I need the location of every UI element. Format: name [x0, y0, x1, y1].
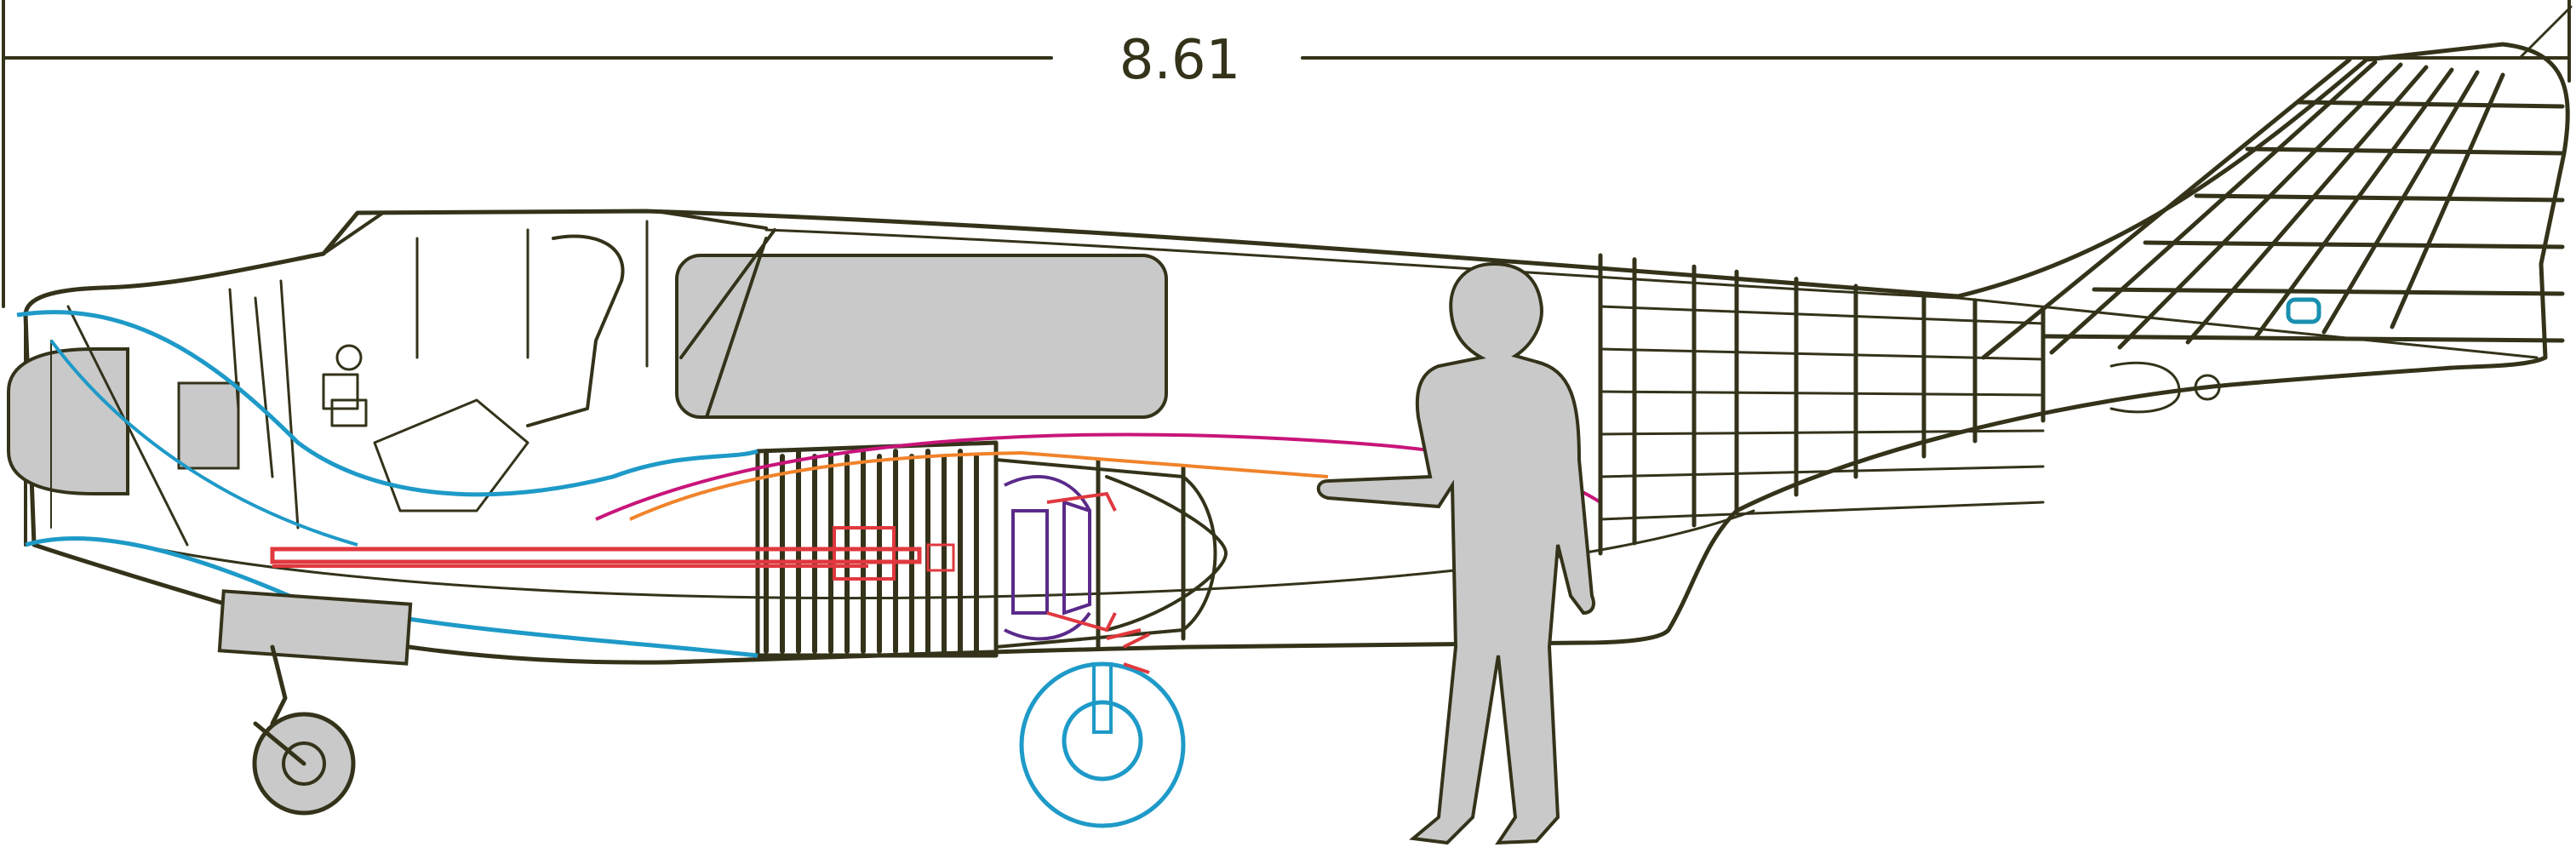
fin-rib: [2245, 146, 2565, 156]
gun-armament: [270, 491, 1142, 640]
main-gear-link: [1123, 633, 1150, 674]
fin-spar: [2049, 60, 2378, 355]
fin-spar: [2185, 65, 2429, 345]
fin-rib: [2041, 334, 2565, 343]
fin-spar: [2321, 70, 2480, 335]
human-scale-figure: [1316, 261, 1595, 845]
fin-spar: [1981, 57, 2352, 360]
instrument-panel-1: [322, 373, 359, 410]
nose-landing-gear: [217, 589, 413, 816]
rear-fuselage-frames: [1598, 253, 2046, 556]
fin-spar: [2117, 62, 2403, 350]
tail-marker-teal: [2286, 297, 2321, 324]
gun-feed: [926, 543, 955, 572]
cockpit: [228, 209, 768, 530]
instrument-panel-2: [330, 398, 368, 427]
rear-stringer: [1599, 390, 2045, 397]
fin-rib: [2143, 240, 2565, 249]
pilot-stick-frame: [373, 398, 530, 512]
dorsal-spine: [764, 228, 2539, 359]
engine-accessory-arcs: [1004, 475, 1091, 641]
nose-wheel-hub: [282, 741, 326, 786]
tank-frame-diagonals: [679, 228, 776, 419]
nose-strut: [66, 305, 189, 547]
fin-rib: [2092, 287, 2565, 296]
fuel-tank: [675, 254, 1168, 419]
fuselage-outline: [23, 42, 2570, 665]
nose-gear-fork: [253, 721, 306, 766]
nose-equipment-box: [177, 381, 240, 470]
rear-stringer: [1599, 347, 2045, 361]
fin-spar: [2390, 72, 2505, 329]
ejection-seat-headrest: [526, 234, 625, 427]
fin-rib: [2296, 100, 2565, 109]
length-dimension-label: 8.61: [1119, 29, 1241, 92]
nose-section: [7, 305, 240, 547]
oil-line-orange: [629, 450, 1329, 521]
gun-barrel-upper: [270, 547, 922, 564]
fin-rib: [2194, 193, 2565, 203]
rear-stringer: [1599, 305, 2045, 325]
tail-pulley: [2194, 374, 2221, 401]
turbine-cone: [1105, 475, 1228, 632]
combustor-casing: [994, 458, 1217, 649]
nose-gear-door: [217, 589, 413, 666]
ammo-chutes: [1046, 491, 1142, 640]
rear-stringer: [1599, 501, 2045, 521]
tail-fin-structure: [1981, 57, 2565, 360]
main-wheel-hub: [1062, 700, 1143, 781]
main-gear-leg: [1092, 662, 1113, 734]
instrument-dial: [335, 344, 363, 371]
fuselage: [23, 42, 2570, 665]
nose-radar-dome: [7, 347, 129, 495]
length-dimension: 8.61: [2, 0, 2573, 308]
gun-breech: [833, 526, 896, 581]
main-wheel: [1019, 661, 1186, 828]
main-landing-gear: [1019, 633, 1186, 828]
cockpit-structure-lines: [228, 279, 300, 530]
fuel-line-blue-upper: [16, 310, 758, 497]
rear-stringer: [1599, 429, 2045, 436]
rear-stringer: [1599, 465, 2045, 478]
fuel-line-blue-mid: [49, 339, 358, 547]
canopy-ribs: [415, 220, 649, 368]
tail-fairing: [2109, 361, 2181, 414]
canopy-frame: [322, 209, 768, 255]
